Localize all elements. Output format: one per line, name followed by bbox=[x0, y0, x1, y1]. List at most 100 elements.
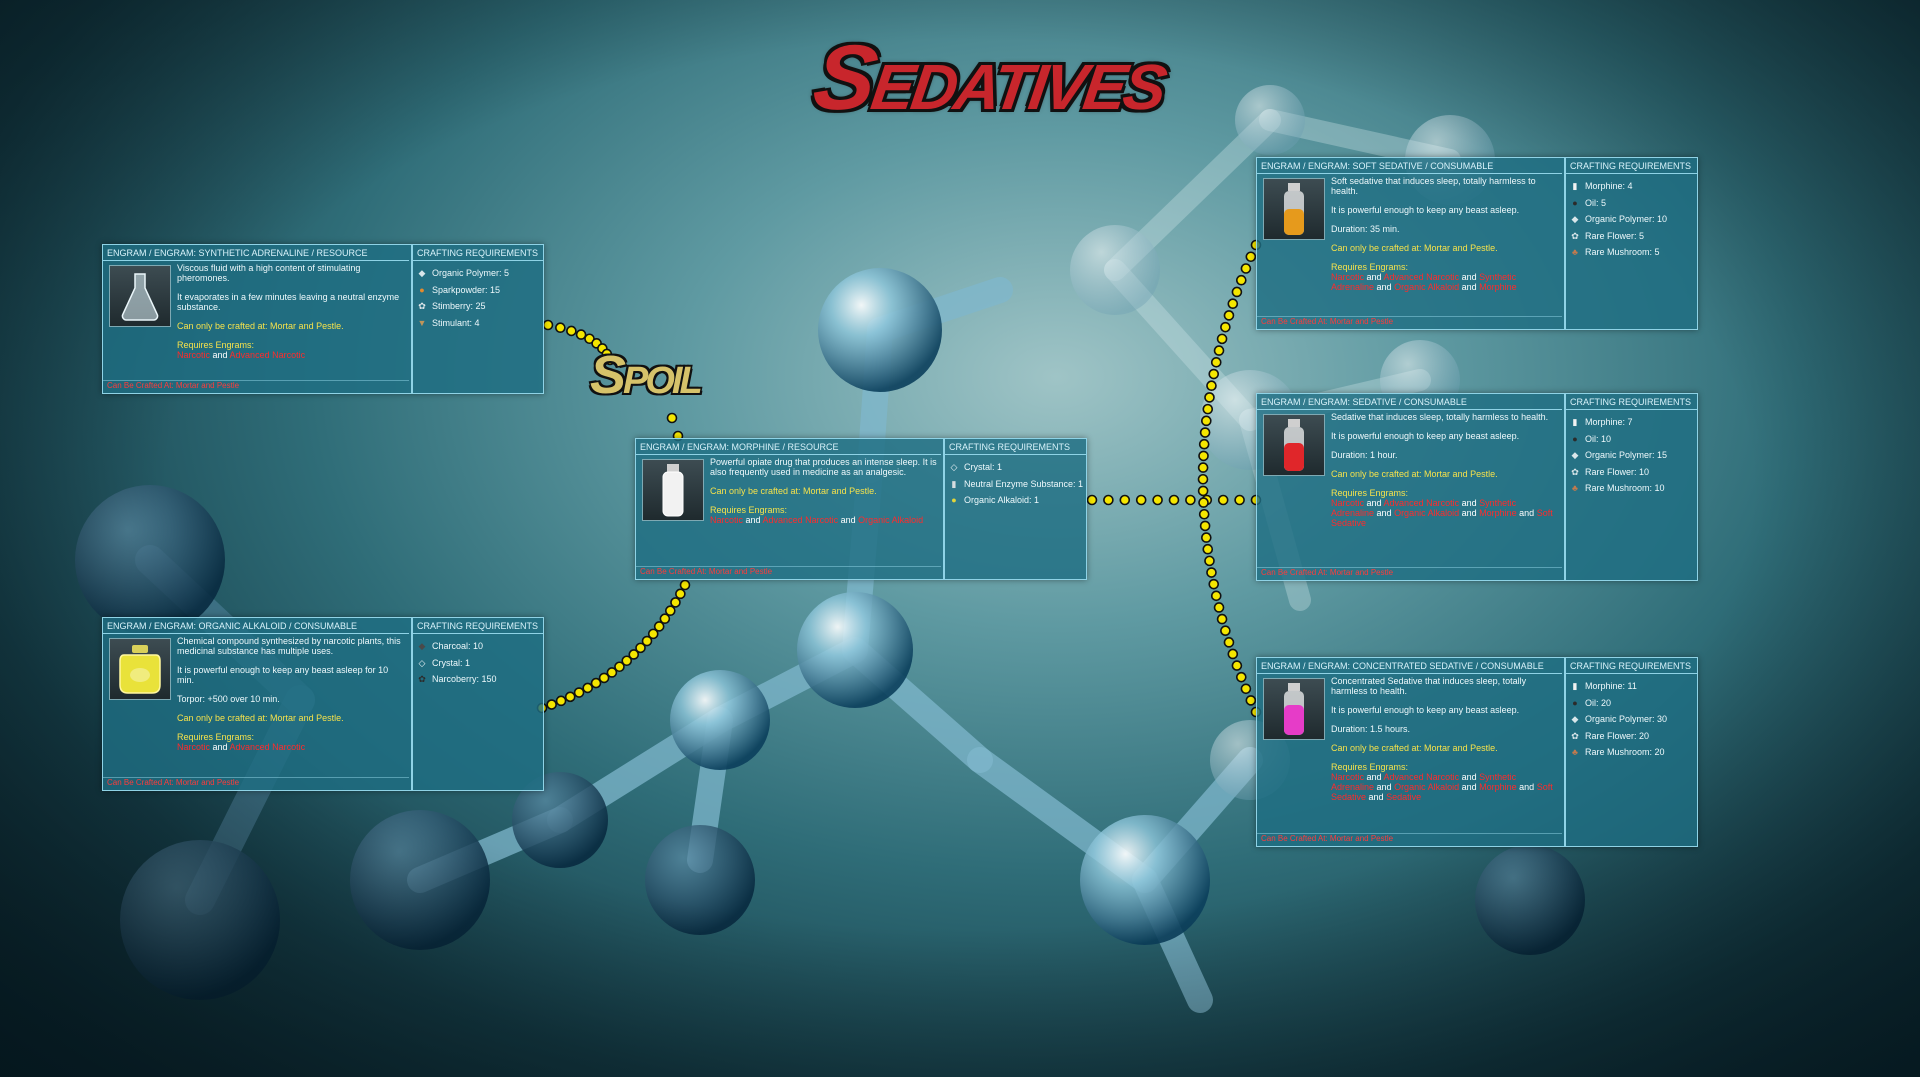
required-engrams-list: Narcotic and Advanced Narcotic bbox=[177, 742, 405, 752]
requirement-item: ▼Stimulant: 4 bbox=[417, 315, 541, 332]
engram-description: Viscous fluid with a high content of sti… bbox=[177, 263, 405, 360]
requirement-label: Stimberry: 25 bbox=[432, 301, 486, 312]
polymer-icon: ◆ bbox=[1571, 450, 1579, 461]
requirement-list: ▮Morphine: 11●Oil: 20◆Organic Polymer: 3… bbox=[1570, 678, 1695, 761]
engram-info-panel: ENGRAM / ENGRAM: CONCENTRATED SEDATIVE /… bbox=[1257, 658, 1562, 846]
requirement-label: Oil: 10 bbox=[1585, 433, 1612, 444]
requirement-label: Stimulant: 4 bbox=[432, 317, 480, 328]
engram-header: ENGRAM / ENGRAM: MORPHINE / RESOURCE bbox=[640, 442, 839, 452]
crafting-requirements-header: CRAFTING REQUIREMENTS bbox=[1570, 661, 1692, 671]
requirement-label: Sparkpowder: 15 bbox=[432, 284, 501, 295]
description-text: Powerful opiate drug that produces an in… bbox=[710, 457, 937, 477]
required-engrams-list: Narcotic and Advanced Narcotic and Synth… bbox=[1331, 498, 1558, 528]
morphine-icon bbox=[642, 459, 704, 521]
rare-flower-icon: ✿ bbox=[1571, 466, 1579, 477]
requires-engrams-label: Requires Engrams: bbox=[710, 505, 788, 515]
crafting-requirements-panel: CRAFTING REQUIREMENTS ◆Organic Polymer: … bbox=[411, 245, 543, 393]
crafted-at-footer: Can Be Crafted At: Mortar and Pestle bbox=[1261, 317, 1394, 326]
required-engrams-list: Narcotic and Advanced Narcotic and Synth… bbox=[1331, 272, 1558, 292]
crafting-requirements-header: CRAFTING REQUIREMENTS bbox=[1570, 397, 1692, 407]
engram-separator: and bbox=[1459, 782, 1480, 792]
engram-card-synthetic-adrenaline[interactable]: ENGRAM / ENGRAM: SYNTHETIC ADRENALINE / … bbox=[102, 244, 544, 394]
requirement-item: ▮Morphine: 4 bbox=[1570, 178, 1695, 195]
requirement-item: ✿Rare Flower: 5 bbox=[1570, 228, 1695, 245]
required-engram-name: Morphine bbox=[1479, 782, 1517, 792]
engram-info-panel: ENGRAM / ENGRAM: SEDATIVE / CONSUMABLE S… bbox=[1257, 394, 1562, 580]
crafting-station-text: Can only be crafted at: Mortar and Pestl… bbox=[710, 486, 877, 496]
engram-separator: and bbox=[1516, 508, 1537, 518]
engram-header: ENGRAM / ENGRAM: SYNTHETIC ADRENALINE / … bbox=[107, 248, 368, 258]
required-engram-name: Organic Alkaloid bbox=[858, 515, 924, 525]
requirement-label: Organic Polymer: 30 bbox=[1585, 714, 1668, 725]
requirement-label: Narcoberry: 150 bbox=[432, 674, 497, 685]
rare-flower-icon: ✿ bbox=[1571, 230, 1579, 241]
engram-description: Soft sedative that induces sleep, totall… bbox=[1331, 176, 1558, 292]
polymer-icon: ◆ bbox=[418, 268, 426, 279]
crafting-requirements-header: CRAFTING REQUIREMENTS bbox=[417, 621, 539, 631]
required-engram-name: Advanced Narcotic bbox=[1383, 498, 1460, 508]
crafting-requirements-panel: CRAFTING REQUIREMENTS ◆Charcoal: 10◇Crys… bbox=[411, 618, 543, 790]
requirement-label: Oil: 5 bbox=[1585, 197, 1607, 208]
required-engram-name: Advanced Narcotic bbox=[1383, 772, 1460, 782]
engram-description: Chemical compound synthesized by narcoti… bbox=[177, 636, 405, 752]
required-engrams-list: Narcotic and Advanced Narcotic and Synth… bbox=[1331, 772, 1558, 802]
required-engram-name: Morphine bbox=[1479, 508, 1517, 518]
synthetic-adrenaline-icon bbox=[109, 265, 171, 327]
narcoberry-icon: ✿ bbox=[418, 674, 426, 685]
requirement-item: ●Organic Alkaloid: 1 bbox=[949, 492, 1084, 509]
crystal-icon: ◇ bbox=[950, 462, 958, 473]
required-engram-name: Advanced Narcotic bbox=[229, 742, 306, 752]
engram-card-organic-alkaloid[interactable]: ENGRAM / ENGRAM: ORGANIC ALKALOID / CONS… bbox=[102, 617, 544, 791]
requires-engrams-label: Requires Engrams: bbox=[1331, 488, 1409, 498]
crystal-icon: ◇ bbox=[418, 657, 426, 668]
required-engram-name: Organic Alkaloid bbox=[1394, 508, 1460, 518]
polymer-icon: ◆ bbox=[1571, 714, 1579, 725]
engram-card-sedative[interactable]: ENGRAM / ENGRAM: SEDATIVE / CONSUMABLE S… bbox=[1256, 393, 1698, 581]
requirement-item: ✿ Narcoberry: 150 bbox=[417, 671, 541, 688]
morphine-icon: ▮ bbox=[1572, 681, 1578, 692]
requirement-label: Charcoal: 10 bbox=[432, 641, 484, 652]
rare-mushroom-icon: ♣ bbox=[1572, 747, 1578, 758]
description-text: It is powerful enough to keep any beast … bbox=[1331, 205, 1520, 215]
description-text: It is powerful enough to keep any beast … bbox=[1331, 705, 1520, 715]
requirement-item: ✿Rare Flower: 10 bbox=[1570, 464, 1695, 481]
crafting-requirements-header: CRAFTING REQUIREMENTS bbox=[949, 442, 1071, 452]
rare-mushroom-icon: ♣ bbox=[1572, 483, 1578, 494]
required-engram-name: Narcotic bbox=[1331, 272, 1365, 282]
engram-card-soft-sedative[interactable]: ENGRAM / ENGRAM: SOFT SEDATIVE / CONSUMA… bbox=[1256, 157, 1698, 330]
requirement-list: ▮Morphine: 4●Oil: 5◆Organic Polymer: 10✿… bbox=[1570, 178, 1695, 261]
requires-engrams-label: Requires Engrams: bbox=[1331, 262, 1409, 272]
morphine-icon: ▮ bbox=[1572, 181, 1578, 192]
oil-icon: ● bbox=[1572, 697, 1578, 708]
crafting-requirements-panel: CRAFTING REQUIREMENTS ◇Crystal: 1▮Neutra… bbox=[943, 439, 1086, 579]
sparkpowder-icon: ● bbox=[419, 284, 425, 295]
engram-info-panel: ENGRAM / ENGRAM: SOFT SEDATIVE / CONSUMA… bbox=[1257, 158, 1562, 329]
morphine-icon: ▮ bbox=[1572, 417, 1578, 428]
required-engram-name: Synthetic Adrenaline bbox=[1331, 772, 1517, 792]
requirement-list: ◆Charcoal: 10◇Crystal: 1✿Narcoberry: 150 bbox=[417, 638, 541, 688]
requirement-label: Organic Polymer: 5 bbox=[432, 268, 510, 279]
crafted-at-footer: Can Be Crafted At: Mortar and Pestle bbox=[1261, 834, 1394, 843]
description-text: It is powerful enough to keep any beast … bbox=[177, 665, 389, 685]
requirement-item: ◆ Organic Polymer: 5 bbox=[417, 265, 541, 282]
engram-separator: and bbox=[1364, 498, 1384, 508]
engram-info-panel: ENGRAM / ENGRAM: MORPHINE / RESOURCE Pow… bbox=[636, 439, 941, 579]
description-text: Concentrated Sedative that induces sleep… bbox=[1331, 676, 1527, 696]
requirement-label: Oil: 20 bbox=[1585, 697, 1612, 708]
requirement-item: ●Oil: 5 bbox=[1570, 195, 1695, 212]
requirement-label: Crystal: 1 bbox=[964, 462, 1003, 473]
engram-separator: and bbox=[1364, 772, 1384, 782]
requirement-label: Rare Mushroom: 20 bbox=[1585, 747, 1665, 758]
rare-flower-icon: ✿ bbox=[1571, 730, 1579, 741]
requirement-item: ♣Rare Mushroom: 10 bbox=[1570, 480, 1695, 497]
engram-card-morphine[interactable]: ENGRAM / ENGRAM: MORPHINE / RESOURCE Pow… bbox=[635, 438, 1087, 580]
requires-engrams-label: Requires Engrams: bbox=[177, 340, 255, 350]
crafting-station-text: Can only be crafted at: Mortar and Pestl… bbox=[177, 321, 344, 331]
engram-separator: and bbox=[1374, 282, 1395, 292]
required-engram-name: Synthetic Adrenaline bbox=[1331, 272, 1517, 292]
engram-card-concentrated-sedative[interactable]: ENGRAM / ENGRAM: CONCENTRATED SEDATIVE /… bbox=[1256, 657, 1698, 847]
requirement-item: ✿Stimberry: 25 bbox=[417, 298, 541, 315]
description-text: It evaporates in a few minutes leaving a… bbox=[177, 292, 400, 312]
engram-header: ENGRAM / ENGRAM: SOFT SEDATIVE / CONSUMA… bbox=[1261, 161, 1494, 171]
engram-separator: and bbox=[210, 350, 230, 360]
